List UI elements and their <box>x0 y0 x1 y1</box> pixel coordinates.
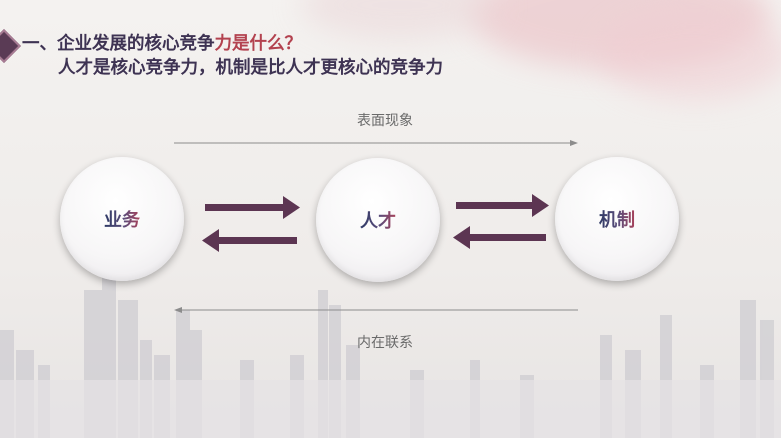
bottom-caption: 内在联系 <box>357 335 413 351</box>
node-business: 业务 <box>60 157 184 281</box>
node-mechanism: 机制 <box>555 157 679 281</box>
left-arrow-head <box>202 229 219 252</box>
slide-title: 一、企业发展的核心竞争力是什么？ 人才是核心竞争力，机制是比人才更核心的竞争力 <box>22 32 443 80</box>
right-arrow-shaft <box>456 202 534 209</box>
left-arrow-head <box>453 226 470 249</box>
node-talent-label: 人才 <box>360 207 396 233</box>
left-arrow-shaft <box>468 234 546 241</box>
title-line-1: 一、企业发展的核心竞争力是什么？ <box>22 32 443 56</box>
bottom-connector-arrowhead <box>174 307 182 313</box>
left-arrow-shaft <box>217 237 297 244</box>
top-connector-arrowhead <box>570 140 578 146</box>
right-arrow-shaft <box>205 204 285 211</box>
city-skyline-image <box>0 270 781 438</box>
arrows-talent-mechanism <box>453 194 549 249</box>
title-line-2: 人才是核心竞争力，机制是比人才更核心的竞争力 <box>58 58 443 78</box>
top-caption: 表面现象 <box>357 113 413 129</box>
right-arrow-head <box>283 196 300 219</box>
arrows-business-talent <box>202 196 300 252</box>
decorative-wash <box>600 10 781 100</box>
right-arrow-head <box>532 194 549 217</box>
node-mechanism-label: 机制 <box>599 206 635 232</box>
node-talent: 人才 <box>316 158 440 282</box>
title-line-1-accent: 力是什么？ <box>214 34 303 54</box>
node-business-label: 业务 <box>104 206 140 232</box>
title-line-1-text: 一、企业发展的核心竞争 <box>22 34 215 54</box>
